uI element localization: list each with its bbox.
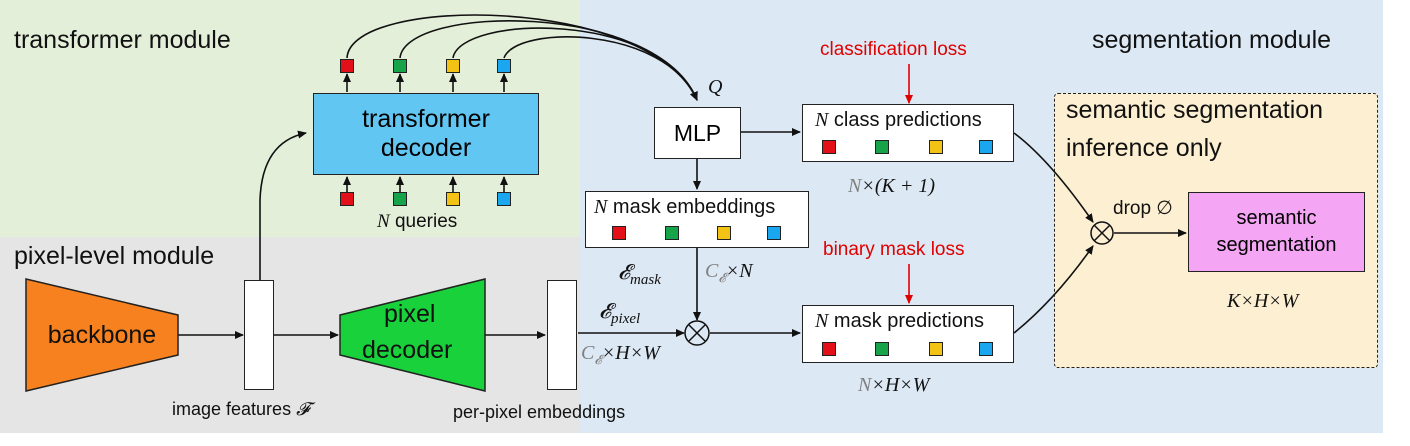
arrow-mask-to-drop [1013, 245, 1094, 334]
class-pred-2 [875, 140, 889, 154]
mask-dim-label: N×H×W [858, 374, 930, 396]
query-input-1 [340, 192, 354, 206]
mask-pred-2 [875, 342, 889, 356]
class-predictions-box: N class predictions [802, 104, 1014, 162]
transformer-module-title: transformer module [14, 26, 231, 54]
class-pred-1 [822, 140, 836, 154]
class-predictions-label: N class predictions [815, 109, 982, 131]
mask-pred-1 [822, 342, 836, 356]
mask-embedding-1 [612, 226, 626, 240]
pixel-level-module-title: pixel-level module [14, 242, 215, 270]
transformer-decoder-box: transformer decoder [313, 93, 539, 175]
c-e-hw-label: C𝓔×H×W [581, 342, 660, 367]
mask-predictions-box: N mask predictions [802, 305, 1014, 363]
mask-embeddings-box: N mask embeddings [585, 191, 809, 248]
query-input-4 [497, 192, 511, 206]
mask-pred-4 [979, 342, 993, 356]
per-pixel-embeddings-label: per-pixel embeddings [453, 402, 626, 422]
query-output-1 [340, 59, 354, 73]
queries-label: N queries [377, 211, 458, 232]
query-output-3 [446, 59, 460, 73]
mask-embedding-4 [767, 226, 781, 240]
binary-mask-loss-label: binary mask loss [823, 239, 965, 260]
pixel-decoder-shape [339, 278, 486, 392]
mask-predictions-label: N mask predictions [815, 310, 984, 332]
inference-title-line1: semantic segmentation [1066, 96, 1324, 124]
mask-embedding-2 [665, 226, 679, 240]
drop-label: drop ∅ [1113, 198, 1173, 219]
inference-title-line2: inference only [1066, 134, 1222, 162]
query-output-4 [497, 59, 511, 73]
curve-query-2 [399, 19, 698, 101]
backbone-label: backbone [47, 320, 157, 349]
otimes-circle [684, 320, 710, 346]
semantic-segmentation-box: semantic segmentation [1188, 192, 1365, 272]
mlp-box: MLP [654, 107, 741, 159]
c-e-n-label: C𝓔×N [705, 260, 753, 285]
class-pred-4 [979, 140, 993, 154]
classification-loss-label: classification loss [820, 39, 967, 60]
class-pred-3 [929, 140, 943, 154]
segmentation-module-title: segmentation module [1092, 26, 1332, 54]
pixel-decoder-label-1: pixel [384, 300, 436, 328]
arrow-features-to-transformer [259, 130, 307, 280]
query-input-2 [393, 192, 407, 206]
image-features-bar [244, 280, 274, 390]
image-features-symbol: 𝓕 [296, 399, 310, 419]
query-output-2 [393, 59, 407, 73]
curve-query-4 [503, 36, 698, 101]
mask-pred-3 [929, 342, 943, 356]
arrow-class-to-drop [1013, 132, 1094, 223]
query-input-3 [446, 192, 460, 206]
semantic-dim-label: K×H×W [1227, 290, 1299, 312]
q-label: Q [708, 76, 723, 98]
drop-otimes-circle [1090, 221, 1114, 245]
mask-embedding-3 [717, 226, 731, 240]
curve-query-3 [452, 27, 698, 101]
class-dim-label: N×(K + 1) [848, 175, 935, 197]
image-features-label: image features 𝓕 [172, 399, 310, 419]
e-mask-label: 𝓔mask [618, 260, 661, 289]
per-pixel-embeddings-bar [547, 280, 577, 390]
pixel-decoder-label-2: decoder [362, 336, 453, 364]
e-pixel-label: 𝓔pixel [599, 299, 641, 328]
backbone-shape [25, 278, 179, 392]
mask-embeddings-label: N mask embeddings [594, 196, 776, 218]
